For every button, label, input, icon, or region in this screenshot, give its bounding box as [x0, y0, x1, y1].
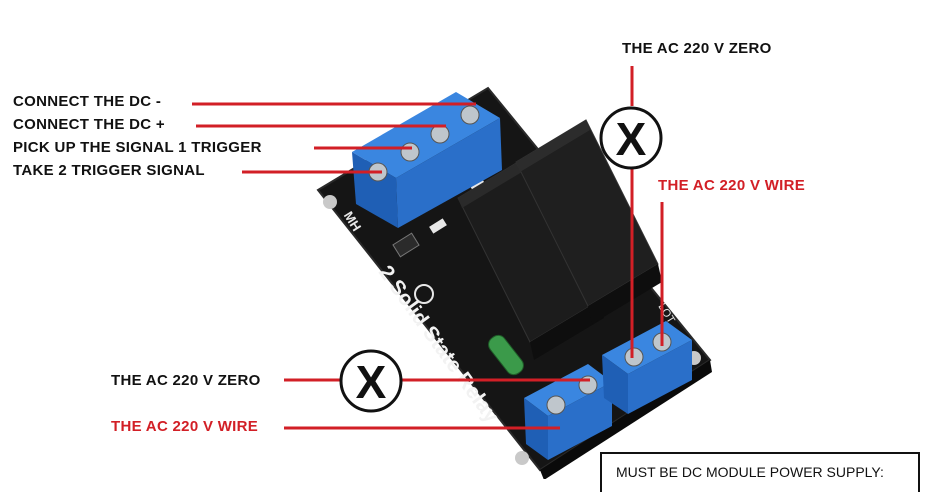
- mount-hole: [515, 451, 529, 465]
- label-dc-plus: CONNECT THE DC +: [13, 116, 165, 133]
- smd-component: [429, 218, 447, 234]
- output-terminal-block-2: [602, 321, 692, 414]
- mount-hole: [323, 195, 337, 209]
- cross-symbol-top: X: [599, 106, 663, 170]
- label-signal2: TAKE 2 TRIGGER SIGNAL: [13, 162, 205, 179]
- leader-lines: [192, 66, 664, 430]
- terminal-screw: [400, 142, 420, 162]
- terminal-screw: [546, 395, 566, 415]
- label-ac-zero-top: THE AC 220 V ZERO: [622, 40, 772, 57]
- cross-symbol-bottom: X: [339, 349, 403, 413]
- terminal-screw: [460, 105, 480, 125]
- label-ac-zero-bottom: THE AC 220 V ZERO: [111, 372, 261, 389]
- fuse: [488, 334, 524, 376]
- power-supply-note-text: MUST BE DC MODULE POWER SUPPLY:: [616, 464, 884, 480]
- label-signal1: PICK UP THE SIGNAL 1 TRIGGER: [13, 139, 262, 156]
- label-ac-wire-right: THE AC 220 V WIRE: [658, 177, 806, 194]
- terminal-screw: [624, 347, 644, 367]
- ssr-relay-1: [457, 155, 604, 360]
- cross-mark-text: X: [616, 113, 647, 165]
- relay-diagram: MH 2 Solid State Relay LOT: [192, 66, 712, 479]
- board-symbol: [414, 284, 434, 304]
- label-dc-minus: CONNECT THE DC -: [13, 93, 162, 110]
- ssr-relay-2: [515, 119, 662, 324]
- cross-mark-text: X: [356, 356, 387, 408]
- power-supply-note: MUST BE DC MODULE POWER SUPPLY:: [600, 452, 920, 492]
- terminal-screw: [430, 124, 450, 144]
- label-ac-wire-bottom: THE AC 220 V WIRE: [111, 418, 259, 435]
- smd-component: [392, 232, 420, 258]
